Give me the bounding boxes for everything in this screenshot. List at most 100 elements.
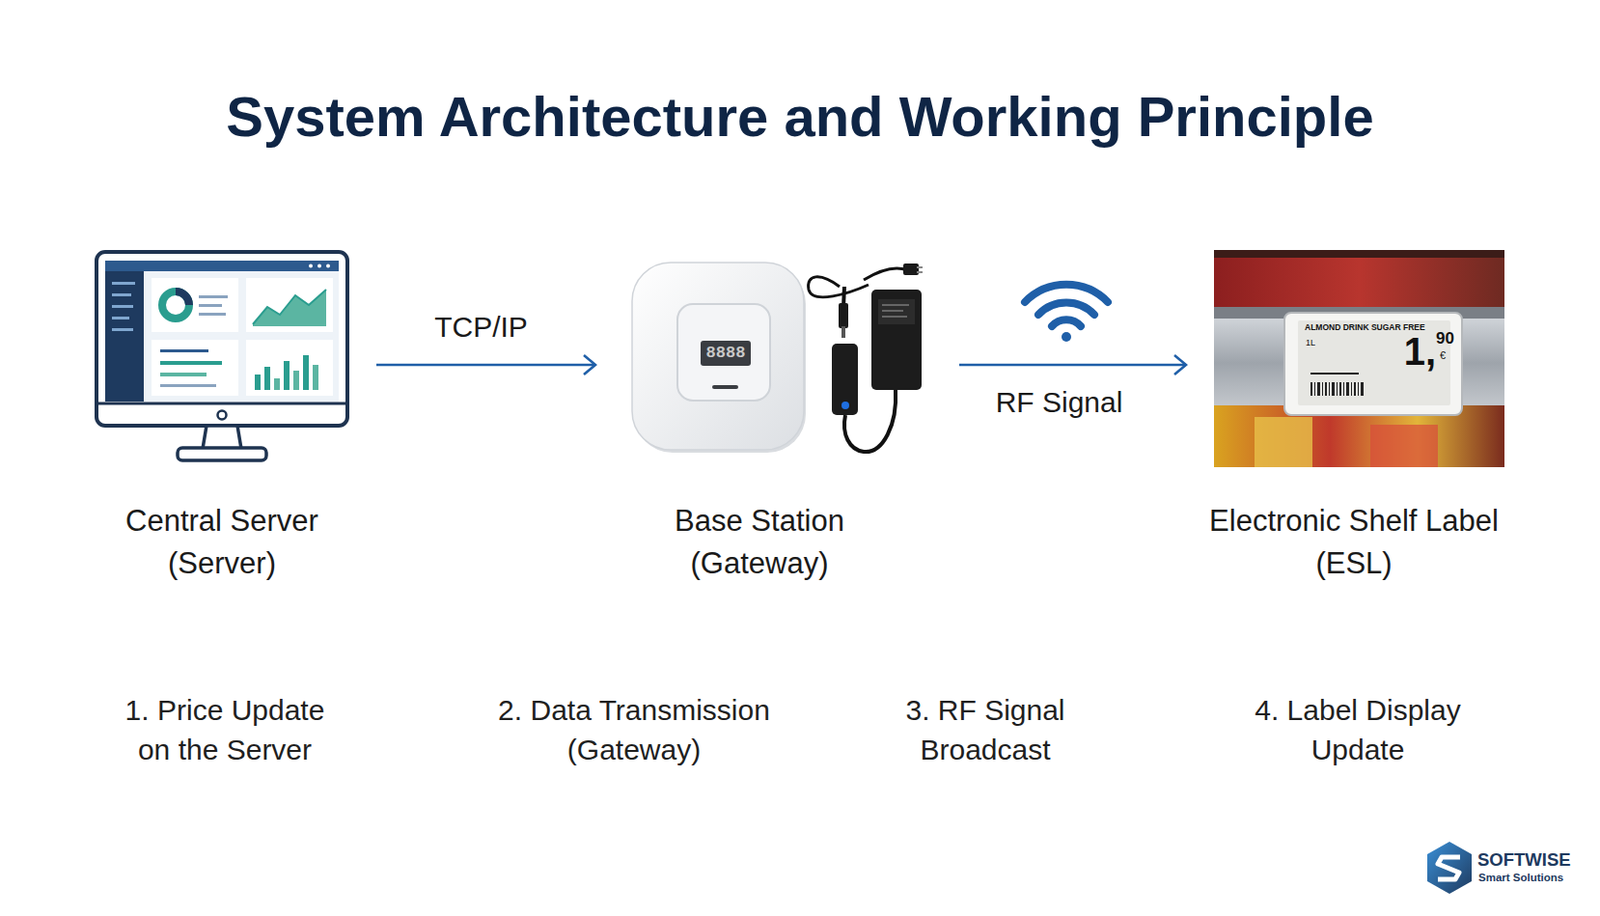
base-station-illustration-part [712,385,739,389]
logo-icon-part [1437,856,1461,880]
esl-photo-part [1284,312,1463,415]
esl-photo-part [1370,424,1438,468]
logo-icon [1427,841,1472,894]
monitor-illustration-part [246,339,333,396]
monitor-illustration-part [198,295,228,299]
esl-photo-part-part [1310,382,1313,396]
monitor-illustration-part [160,349,209,353]
monitor-illustration-part [246,277,333,332]
component-label: Electronic Shelf Label (ESL) [1180,499,1528,585]
esl-photo-part-part [1331,382,1335,396]
monitor-illustration-part [177,447,267,461]
power-adapter-illustration-part [882,303,910,306]
monitor-illustration-part [326,264,331,269]
flow-arrow [376,363,596,367]
monitor-illustration-part [252,289,327,325]
esl-photo-part [1310,372,1364,396]
currency-sign: € [1439,349,1454,362]
monitor-illustration-part [151,339,239,396]
esl-photo-part-part [1351,382,1352,396]
monitor-illustration-part [198,312,226,316]
monitor-illustration-part [175,291,190,305]
esl-photo-part-part [1357,382,1359,396]
logo-tagline: Smart Solutions [1478,870,1595,884]
product-volume: 1L [1305,337,1335,349]
esl-photo-part [1213,249,1505,468]
wifi-symbol-part [1051,319,1081,327]
monitor-illustration-part [111,328,134,332]
power-adapter-illustration-part [882,309,904,312]
esl-photo-part-part [1322,382,1324,396]
monitor-illustration-part [162,291,190,319]
monitor-illustration-part [198,303,222,307]
diagram-title: System Architecture and Working Principl… [0,82,1600,151]
monitor-illustration-part [308,264,313,269]
base-station-illustration [632,262,806,453]
esl-photo-part [1213,249,1505,258]
monitor-illustration-part [274,378,280,390]
step-caption: 4. Label Display Update [1237,689,1479,770]
base-station-illustration-part [700,340,751,366]
esl-photo-part-part [1339,382,1342,396]
price-cents: 90 [1435,329,1462,348]
wifi-symbol [1024,284,1108,342]
step-caption: 2. Data Transmission (Gateway) [484,689,784,770]
monitor-illustration-part [105,260,339,402]
monitor-illustration-part [111,316,130,320]
power-adapter-illustration-part [916,266,923,269]
esl-photo-part [1297,320,1451,406]
esl-photo-part-part [1353,382,1356,396]
power-adapter-illustration-part [871,289,922,390]
monitor-illustration-part [303,355,309,390]
esl-photo-part-part [1314,382,1316,396]
step-caption: 3. RF Signal Broadcast [883,689,1087,770]
monitor-illustration-part [312,364,319,390]
monitor-illustration-part [218,411,227,420]
esl-photo-part-part [1317,382,1321,396]
monitor-illustration [96,251,348,461]
component-label: Central Server (Server) [86,499,358,585]
monitor-illustration-part [98,402,346,406]
base-station-illustration-part [632,262,804,450]
monitor-illustration-part [105,260,339,272]
price-main: 1, [1389,331,1436,372]
monitor-illustration-part [160,372,207,377]
monitor-illustration-part [111,293,132,297]
base-station-illustration-part [677,303,771,401]
esl-photo-part-part [1328,382,1330,396]
monitor-illustration-part [111,281,136,285]
component-label: Base Station (Gateway) [624,499,895,585]
power-adapter-illustration-part [808,276,869,298]
monitor-illustration-part [111,304,134,308]
power-adapter-illustration [808,263,923,452]
monitor-illustration-part [264,366,271,390]
monitor-illustration-part [105,271,144,402]
esl-photo-part-part [1310,372,1359,375]
esl-photo-part-part [1346,382,1350,396]
monitor-illustration-part [283,360,290,390]
power-adapter-illustration-part [841,401,850,410]
esl-photo-part-part [1360,382,1364,396]
monitor-illustration-part [254,374,261,390]
power-adapter-illustration-part [916,271,923,274]
monitor-illustration-part [96,251,348,426]
logo-wordmark: SOFTWISE [1477,849,1594,870]
edge-label: RF Signal [995,384,1124,421]
power-adapter-illustration-part [838,303,849,329]
display-digits: 8888 [700,340,751,366]
logo-icon-part [1427,841,1472,894]
power-adapter-illustration-part [882,315,908,318]
power-adapter-illustration-part [903,263,919,276]
monitor-illustration-part [151,277,239,332]
esl-photo-part-part [1324,382,1327,396]
power-adapter-illustration-part [841,326,846,338]
monitor-illustration-part [317,264,322,269]
power-adapter-illustration-part [878,299,915,325]
step-caption: 1. Price Update on the Server [109,689,341,770]
monitor-illustration-part [160,384,217,387]
component-node: Electronic Shelf Label (ESL) [1191,241,1540,580]
esl-photo-part [1213,249,1505,320]
wifi-symbol-part [1038,303,1095,315]
power-adapter-illustration-part [863,268,908,280]
